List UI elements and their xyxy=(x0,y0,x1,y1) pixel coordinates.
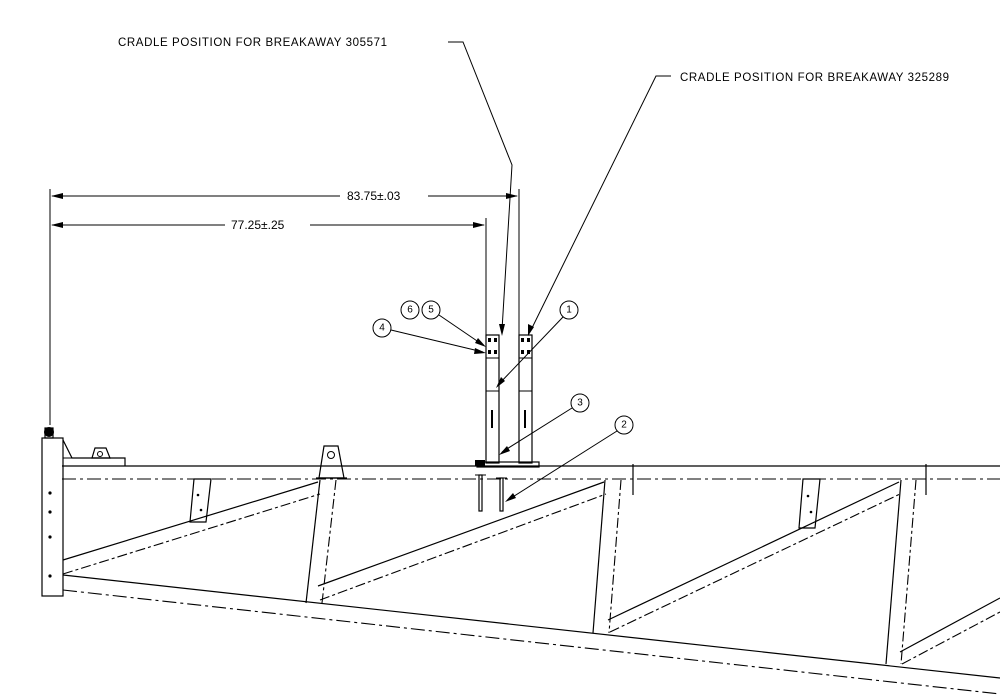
callout-325289-text: CRADLE POSITION FOR BREAKAWAY 325289 xyxy=(680,72,950,84)
callout-305571-arrowhead xyxy=(499,324,505,336)
svg-text:6: 6 xyxy=(407,305,413,316)
balloon-2: 2 xyxy=(505,415,634,502)
dimension-inner: 77.25±.25 xyxy=(51,218,487,340)
balloon-group: 1 2 3 4 6 5 xyxy=(372,300,634,502)
arrowhead-inner-right xyxy=(473,222,485,228)
callout-325289: CRADLE POSITION FOR BREAKAWAY 325289 xyxy=(528,72,950,336)
cradle-post-305571 xyxy=(485,334,500,464)
frame-lug xyxy=(316,445,347,479)
svg-text:3: 3 xyxy=(577,398,583,409)
frame-web-diagonals xyxy=(62,481,1000,665)
balloon-1: 1 xyxy=(496,300,579,388)
arrowhead-overall-left xyxy=(51,193,63,199)
frame-left-post xyxy=(41,427,126,597)
balloon-4: 4 xyxy=(372,318,486,354)
callout-325289-arrowhead xyxy=(528,324,534,336)
base-weld-left xyxy=(475,460,485,466)
dimension-overall: 83.75±.03 xyxy=(49,189,520,425)
frame-web-verticals xyxy=(305,479,917,665)
balloon-3: 3 xyxy=(499,393,590,455)
callout-305571-text: CRADLE POSITION FOR BREAKAWAY 305571 xyxy=(118,37,388,49)
callout-305571: CRADLE POSITION FOR BREAKAWAY 305571 xyxy=(118,37,513,336)
dimension-overall-text: 83.75±.03 xyxy=(347,189,401,203)
svg-text:5: 5 xyxy=(428,305,434,316)
balloon-5: 5 xyxy=(421,300,486,347)
svg-text:4: 4 xyxy=(379,323,385,334)
dimension-inner-text: 77.25±.25 xyxy=(231,218,285,232)
callout-325289-leader xyxy=(530,75,671,331)
arrowhead-inner-left xyxy=(51,222,63,228)
frame-top-chord xyxy=(62,464,1000,495)
mounting-bolts xyxy=(475,474,507,512)
svg-text:1: 1 xyxy=(566,305,572,316)
cradle-post-325289 xyxy=(518,334,533,464)
frame-bottom-chord xyxy=(62,574,1000,695)
balloon-6: 6 xyxy=(400,300,420,320)
svg-text:2: 2 xyxy=(621,420,627,431)
arrowhead-overall-right xyxy=(506,193,518,199)
callout-305571-leader xyxy=(448,41,513,331)
frame-stubs xyxy=(189,478,821,529)
cradle-posts xyxy=(475,334,540,512)
